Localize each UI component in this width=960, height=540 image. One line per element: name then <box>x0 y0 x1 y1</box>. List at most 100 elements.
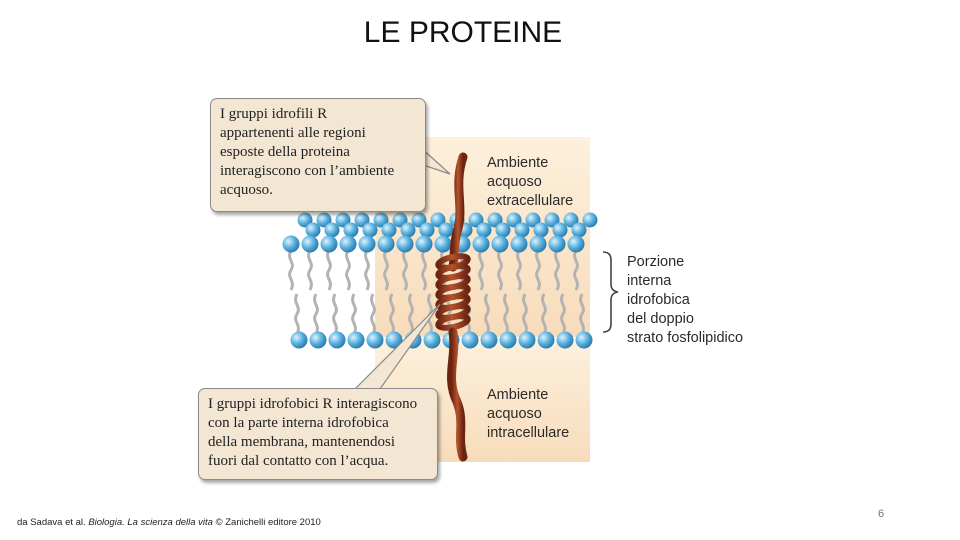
lipid-tail <box>408 293 414 335</box>
phospholipid-head <box>438 222 454 238</box>
lipid-tail <box>345 249 351 291</box>
phospholipid-head <box>461 331 479 349</box>
phospholipid-head <box>358 235 376 253</box>
lipid-tail <box>402 249 408 291</box>
phospholipid-heads <box>282 212 598 349</box>
lipid-tail <box>579 293 585 335</box>
phospholipid-head <box>396 235 414 253</box>
phospholipid-head <box>320 235 338 253</box>
lipid-tail <box>573 249 579 291</box>
phospholipid-head <box>510 235 528 253</box>
lipid-tail <box>351 293 357 335</box>
phospholipid-head <box>487 212 503 228</box>
phospholipid-head <box>476 222 492 238</box>
phospholipid-head <box>571 222 587 238</box>
label-line: Porzione <box>627 254 685 270</box>
callout-hydrophobic: I gruppi idrofobici R interagiscono con … <box>198 388 438 480</box>
image-credit: da Sadava et al. Biologia. La scienza de… <box>17 517 321 528</box>
phospholipid-head <box>328 331 346 349</box>
callout-line: della membrana, mantenendosi <box>208 434 396 450</box>
lipid-tail <box>484 293 490 335</box>
credit-book-title: Biologia. La scienza della vita <box>88 517 213 528</box>
lipid-tail <box>503 293 509 335</box>
phospholipid-head <box>537 331 555 349</box>
lipid-tail <box>364 249 370 291</box>
phospholipid-head <box>518 331 536 349</box>
lipid-tail <box>370 293 376 335</box>
phospholipid-head <box>544 212 560 228</box>
phospholipid-head <box>499 331 517 349</box>
label-line: strato fosfolipidico <box>627 330 744 346</box>
lipid-tail <box>332 293 338 335</box>
lipid-tail <box>560 293 566 335</box>
phospholipid-head <box>430 212 446 228</box>
phospholipid-head <box>415 235 433 253</box>
phospholipid-head <box>385 331 403 349</box>
slide-title: LE PROTEINE <box>363 16 563 49</box>
label-line: idrofobica <box>627 292 690 308</box>
phospholipid-head <box>282 235 300 253</box>
callout-line: I gruppi idrofobici R interagiscono <box>208 396 418 412</box>
phospholipid-head <box>567 235 585 253</box>
credit-suffix: © Zanichelli editore 2010 <box>212 517 321 528</box>
phospholipid-head <box>472 235 490 253</box>
label-line: acquoso <box>487 406 542 422</box>
phospholipid-head <box>366 331 384 349</box>
callout-line: esposte della proteina <box>220 144 350 160</box>
phospholipid-head <box>335 212 351 228</box>
phospholipid-head <box>290 331 308 349</box>
lipid-tail <box>541 293 547 335</box>
phospholipid-head <box>563 212 579 228</box>
callout-line: acquoso. <box>220 182 273 198</box>
lipid-tails <box>288 249 585 335</box>
phospholipid-head <box>297 212 313 228</box>
phospholipid-head <box>575 331 593 349</box>
label-line: interna <box>627 273 672 289</box>
phospholipid-head <box>381 222 397 238</box>
phospholipid-head <box>552 222 568 238</box>
lipid-tail <box>389 293 395 335</box>
protein-strand-bottom <box>447 327 468 462</box>
lipid-tail <box>313 293 319 335</box>
label-intracellular: Ambiente acquoso intracellulare <box>487 386 569 443</box>
phospholipid-head <box>434 235 452 253</box>
phospholipid-head <box>316 212 332 228</box>
lipid-tail <box>516 249 522 291</box>
callout-line: appartenenti alle regioni <box>220 125 366 141</box>
membrane-illustration <box>282 137 619 462</box>
callout-line: fuori dal contatto con l’acqua. <box>208 453 389 469</box>
lipid-tail <box>535 249 541 291</box>
lipid-tail <box>326 249 332 291</box>
phospholipid-head <box>419 222 435 238</box>
page-number: 6 <box>878 508 885 520</box>
phospholipid-head <box>309 331 327 349</box>
callout-line: I gruppi idrofili R <box>220 106 328 122</box>
phospholipid-head <box>506 212 522 228</box>
phospholipid-head <box>301 235 319 253</box>
callout-line: con la parte interna idrofobica <box>208 415 389 431</box>
phospholipid-head <box>400 222 416 238</box>
phospholipid-head <box>373 212 389 228</box>
phospholipid-head <box>305 222 321 238</box>
interior-brace <box>602 251 619 333</box>
phospholipid-head <box>392 212 408 228</box>
phospholipid-head <box>339 235 357 253</box>
lipid-tail <box>383 249 389 291</box>
phospholipid-head <box>411 212 427 228</box>
label-line: acquoso <box>487 174 542 190</box>
phospholipid-head <box>354 212 370 228</box>
phospholipid-head <box>548 235 566 253</box>
phospholipid-head <box>480 331 498 349</box>
phospholipid-head <box>423 331 441 349</box>
phospholipid-head <box>495 222 511 238</box>
phospholipid-head <box>377 235 395 253</box>
membrane-protein-figure: I gruppi idrofili R appartenenti alle re… <box>195 92 765 480</box>
phospholipid-head <box>556 331 574 349</box>
label-line: intracellulare <box>487 425 570 441</box>
label-line: extracellulare <box>487 193 574 209</box>
label-extracellular: Ambiente acquoso extracellulare <box>487 154 573 211</box>
lipid-tail <box>478 249 484 291</box>
callout-hydrophilic: I gruppi idrofili R appartenenti alle re… <box>210 98 426 212</box>
label-line: Ambiente <box>487 155 549 171</box>
phospholipid-head <box>514 222 530 238</box>
